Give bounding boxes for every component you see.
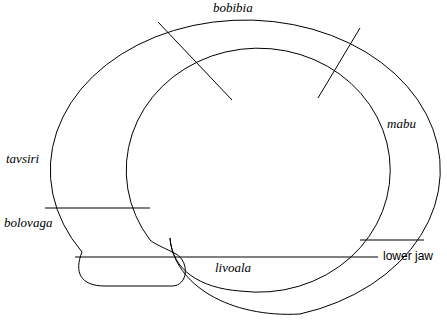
region-label: livoala [214, 261, 252, 276]
divider-line [360, 240, 424, 241]
region-label: bobibia [212, 1, 254, 16]
jaw-outline [50, 20, 440, 314]
reference-label: lower jaw [382, 250, 434, 264]
lower-jaw-line [75, 257, 378, 258]
divider-line [45, 208, 150, 209]
region-label: tavsiri [5, 152, 40, 167]
region-label: mabu [386, 117, 417, 132]
divider-line [158, 22, 232, 100]
divider-line [318, 28, 360, 98]
region-label: bolovaga [3, 216, 53, 231]
